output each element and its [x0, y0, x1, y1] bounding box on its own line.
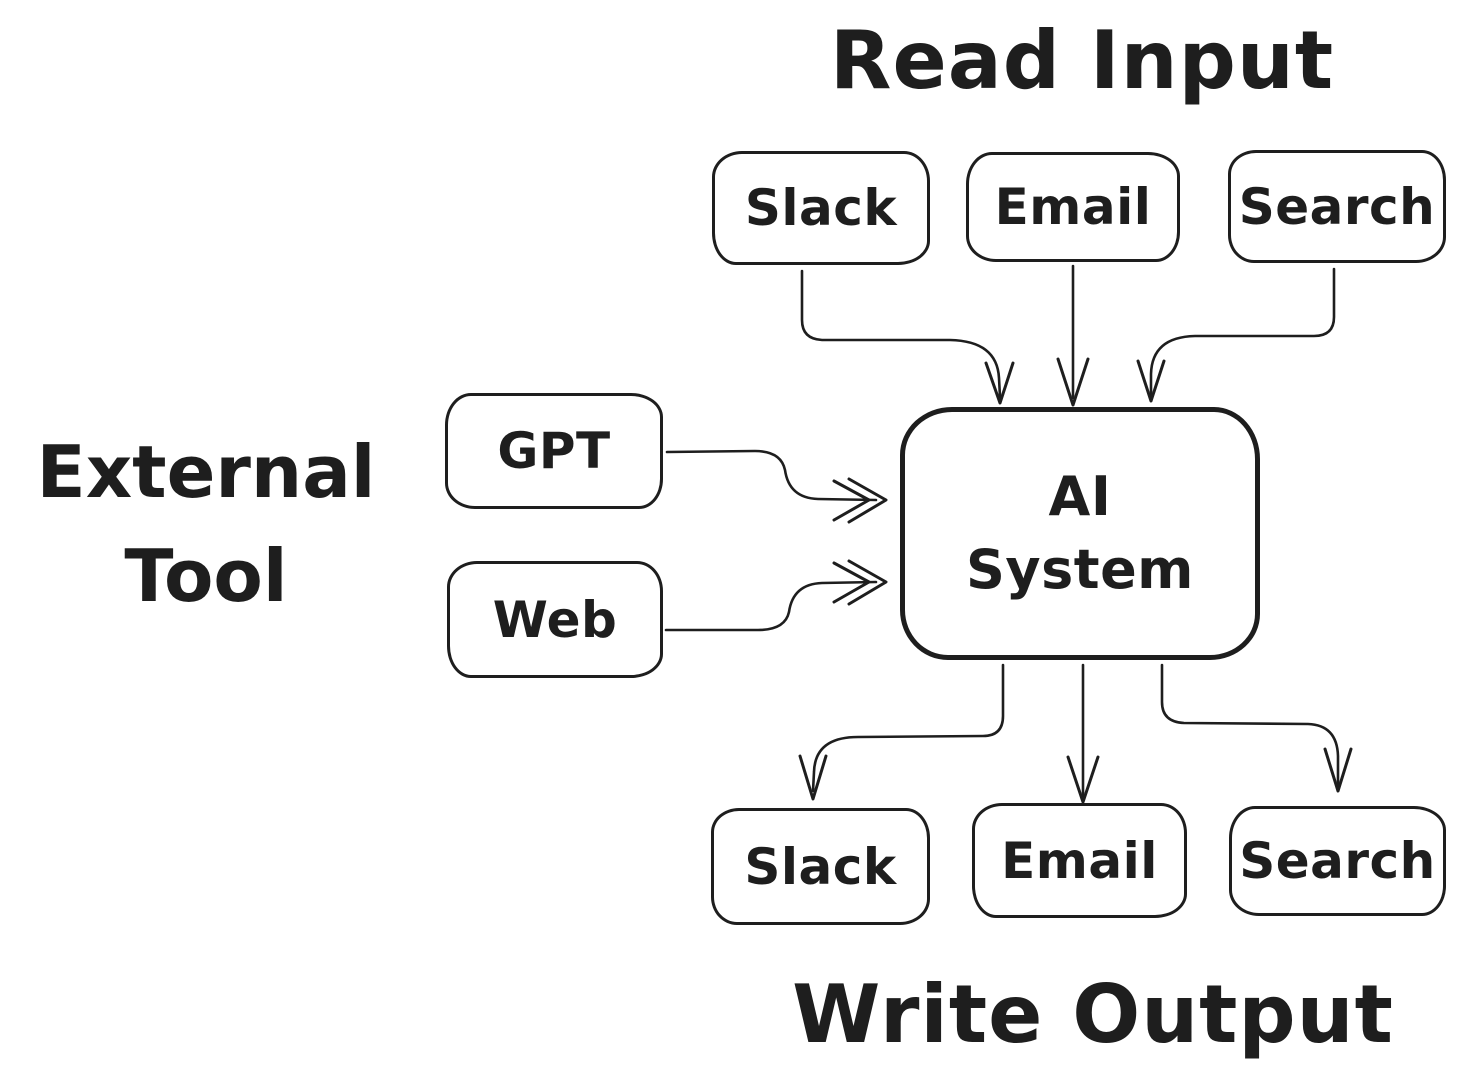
node-gpt-label: GPT: [497, 422, 611, 480]
title-external-tool-line2: Tool: [124, 534, 288, 619]
node-output-search-label: Search: [1239, 832, 1436, 890]
arrow-web-to-ai: [664, 559, 888, 632]
node-gpt: GPT: [445, 393, 663, 509]
node-input-email: Email: [966, 152, 1180, 262]
node-output-email: Email: [972, 803, 1187, 918]
arrow-gpt-to-ai: [665, 449, 888, 524]
arrow-ai-to-output-slack: [798, 663, 1005, 801]
node-web-label: Web: [492, 590, 618, 649]
arrow-ai-to-output-email: [1066, 663, 1100, 804]
node-input-email-label: Email: [994, 178, 1152, 236]
arrow-input-slack-to-ai: [800, 269, 1015, 405]
title-read-input: Read Input: [829, 14, 1335, 107]
node-output-slack-label: Slack: [744, 837, 897, 896]
title-external-tool-line1: External: [36, 430, 376, 514]
node-web: Web: [447, 561, 663, 678]
arrow-ai-to-output-search: [1160, 663, 1353, 793]
node-output-search: Search: [1229, 806, 1446, 916]
node-input-search-label: Search: [1238, 177, 1436, 236]
arrow-input-search-to-ai: [1136, 267, 1336, 403]
node-output-slack: Slack: [711, 808, 930, 925]
node-ai-system: AI System: [900, 407, 1260, 660]
node-input-slack-label: Slack: [744, 179, 898, 237]
title-external-tool: External Tool: [10, 420, 402, 629]
node-input-search: Search: [1228, 150, 1446, 263]
node-input-slack: Slack: [712, 151, 930, 265]
title-write-output: Write Output: [792, 968, 1394, 1061]
node-ai-system-label-line2: System: [966, 537, 1194, 601]
node-ai-system-label-line1: AI: [1048, 464, 1112, 528]
node-output-email-label: Email: [1001, 831, 1158, 890]
arrow-input-email-to-ai: [1056, 264, 1090, 407]
